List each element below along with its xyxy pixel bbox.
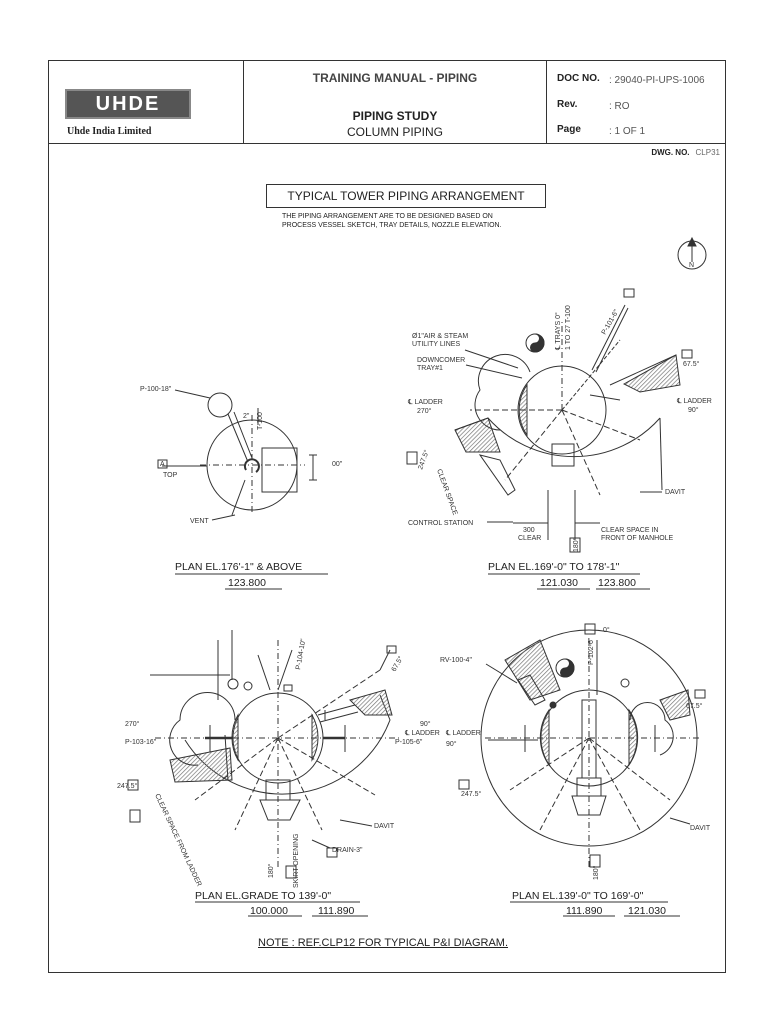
page-value: : 1 OF 1 — [609, 126, 646, 137]
plan2-caption: PLAN EL.169'-0" TO 178'-1" — [488, 561, 620, 573]
deg90-label-3: 90° — [420, 720, 431, 728]
davit-label-3: DAVIT — [374, 823, 395, 830]
footer-note: NOTE : REF.CLP12 FOR TYPICAL P&I DIAGRAM… — [258, 937, 509, 949]
deg90-label-4: 90° — [446, 740, 457, 748]
deg270-label: 270° — [417, 407, 432, 415]
deg247-label-4: 247.5° — [461, 790, 482, 798]
dim-2-label: 2" — [243, 413, 250, 420]
title-block: UHDE Uhde India Limited TRAINING MANUAL … — [49, 61, 725, 144]
deg180-label-2: 180° — [572, 537, 580, 552]
title-cell: TRAINING MANUAL - PIPING PIPING STUDY CO… — [244, 61, 547, 143]
doc-info-cell: DOC NO. : 29040-PI-UPS-1006 Rev. : RO Pa… — [547, 61, 725, 143]
vent-label: VENT — [190, 518, 209, 525]
plan3-caption: PLAN EL.GRADE TO 139'-0" — [195, 890, 331, 902]
control-station-label: CONTROL STATION — [408, 520, 473, 527]
p105-label: P-105-6" — [395, 739, 423, 746]
rev-label: Rev. — [557, 99, 578, 110]
plan-3 — [127, 630, 400, 879]
plan-1 — [157, 389, 317, 521]
ladder-left-label: ℄ LADDER — [407, 399, 443, 406]
deg675-label-2: 67.5° — [683, 360, 700, 368]
clear-label: CLEAR — [518, 535, 541, 542]
plan3-elev2: 111.890 — [318, 905, 355, 917]
skirt-label: SKIRT OPENING — [293, 833, 300, 888]
ladder-label-4: ℄ LADDER — [445, 730, 481, 737]
plan2-elev2: 123.800 — [598, 577, 636, 589]
davit-label-4: DAVIT — [690, 825, 711, 832]
north-arrow-icon — [677, 236, 707, 270]
deg90-label: 90° — [688, 406, 699, 414]
drain-label: DRAIN-3" — [332, 847, 363, 854]
tray-label: TRAY#1 — [417, 365, 443, 372]
drawing-number: DWG. NO.CLP31 — [651, 148, 720, 157]
ladder-right-label: ℄ LADDER — [676, 398, 712, 405]
doc-label: DOC NO. — [557, 73, 600, 84]
plan2-elev1: 121.030 — [540, 577, 578, 589]
plan4-elev1: 111.890 — [566, 905, 603, 917]
drawing-note: THE PIPING ARRANGEMENT ARE TO BE DESIGNE… — [282, 213, 502, 229]
rv-label: RV-100-4" — [440, 657, 472, 664]
dim300-label: 300 — [523, 527, 535, 534]
downcomer-label: DOWNCOMER — [417, 357, 465, 364]
deg247-label: 247.5° — [416, 449, 431, 471]
p100-label: P-100-18" — [140, 386, 172, 393]
p101-label: P-101-6" — [601, 308, 621, 336]
company-logo: UHDE — [65, 89, 191, 119]
trays-label-1: ℄ TRAYS 0° — [554, 312, 562, 351]
clear-ladder-label: CLEAR SPACE FROM LADDER — [153, 793, 202, 888]
deg247-label-3: 247.5° — [117, 782, 138, 790]
plan4-caption: PLAN EL.139'-0" TO 169'-0" — [512, 890, 644, 902]
study-subtitle: COLUMN PIPING — [346, 125, 443, 139]
manhole-label-1: CLEAR SPACE IN — [601, 527, 658, 534]
deg180-label-3: 180° — [267, 863, 275, 878]
clear-space-label: CLEAR SPACE — [435, 468, 458, 516]
p102-label: P-102-6" — [588, 637, 595, 665]
plan1-elev: 123.800 — [228, 577, 266, 589]
deg675-label-3: 67.5° — [390, 655, 405, 673]
davit-label-2: DAVIT — [665, 489, 686, 496]
study-title: PIPING STUDY — [352, 109, 438, 123]
top-label: TOP — [163, 472, 178, 479]
deg270-label-3: 270° — [125, 720, 140, 728]
trays-label-2: 1 TO 27 T-100 — [565, 305, 572, 350]
plan-4 — [458, 623, 706, 870]
drawing-frame: UHDE Uhde India Limited TRAINING MANUAL … — [48, 60, 726, 973]
manual-title: TRAINING MANUAL - PIPING — [312, 71, 478, 85]
utility-label: UTILITY LINES — [412, 341, 460, 348]
company-name: Uhde India Limited — [67, 126, 152, 137]
plan1-caption: PLAN EL.176'-1" & ABOVE — [175, 561, 302, 573]
page-label: Page — [557, 124, 581, 135]
a-tag: A — [160, 461, 165, 468]
air-steam-label: Ø1"AIR & STEAM — [412, 333, 468, 340]
deg0-label: 00" — [332, 461, 343, 468]
drawing-title: TYPICAL TOWER PIPING ARRANGEMENT — [266, 184, 546, 208]
manhole-label-2: FRONT OF MANHOLE — [601, 535, 674, 542]
rev-value: : RO — [609, 101, 630, 112]
company-cell: UHDE Uhde India Limited — [49, 61, 244, 143]
ladder-label-3: ℄ LADDER — [404, 730, 440, 737]
t100-label: T-100 — [257, 412, 264, 430]
p104-label: P-104-10" — [295, 638, 307, 671]
p103-label: P-103-16" — [125, 739, 157, 746]
north-label: N — [689, 262, 694, 269]
deg180-label-4: 180° — [592, 865, 600, 880]
plan-2 — [406, 288, 693, 553]
deg0-label-4: 0° — [603, 626, 610, 634]
doc-value: : 29040-PI-UPS-1006 — [609, 75, 705, 86]
deg675-label-4: 67.5° — [686, 702, 703, 710]
plan3-elev1: 100.000 — [250, 905, 288, 917]
plan4-elev2: 121.030 — [628, 905, 666, 917]
